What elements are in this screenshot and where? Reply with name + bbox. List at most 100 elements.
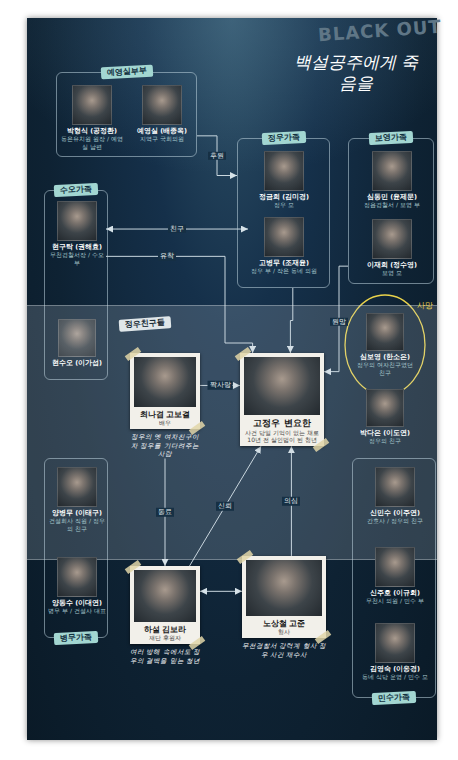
person-name: 심동민 (윤제문) [354, 193, 430, 201]
person-role: 정우 부 / 작은 동네 의원 [248, 267, 320, 275]
tape [189, 421, 206, 435]
character-role: 배우 [134, 419, 196, 426]
person-name: 박다은 (이도연) [356, 429, 414, 437]
person-name: 양병무 (이태구) [48, 509, 106, 517]
person-name: 고병무 (조재윤) [248, 259, 320, 267]
person-card: 심보영 (한소은)정우의 여자친구였던 친구 [356, 313, 414, 376]
relation-line [200, 591, 242, 592]
person-card: 이재희 (정수영)보영 모 [354, 219, 430, 277]
group-tag: 정우가족 [261, 131, 306, 146]
portrait-photo [57, 557, 97, 597]
portrait-photo [142, 85, 182, 125]
annotation: 사망 [417, 300, 433, 311]
person-name: 양동수 (이대연) [48, 599, 106, 607]
person-name: 심보영 (한소은) [356, 353, 414, 361]
portrait-photo [244, 357, 320, 415]
family-group: 박형식 (공정환)동은유치원 원장 / 예영실 남편예영실 (배종옥)지역구 국… [56, 72, 197, 157]
person-name: 신주호 (이규회) [357, 589, 433, 597]
person-role: 무천시 의원 / 민수 부 [357, 597, 433, 605]
photo-card: 최나겸 고보결배우 [130, 353, 200, 429]
person-role: 정우의 여자친구였던 친구 [356, 361, 414, 376]
relation-line [197, 136, 237, 176]
character-note: 여러 방해 속에서도 정우의 결백을 믿는 청년 [130, 648, 200, 665]
portrait-photo [372, 151, 412, 191]
family-group: 정금희 (김미경)정우 모고병무 (조재윤)정우 부 / 작은 동네 의원정우가… [237, 138, 330, 288]
person-role: 동네 식당 운영 / 민수 모 [357, 673, 433, 681]
family-group: 심동민 (윤제문)정읍경찰서 / 보영 부이재희 (정수영)보영 모보영가족 [348, 138, 434, 284]
edge-label: 후원 [208, 151, 226, 159]
family-group: 신민수 (이주연)간호사 / 정우의 친구신주호 (이규회)무천시 의원 / 민… [352, 458, 436, 698]
person-name: 현수오 (이가섭) [48, 359, 106, 367]
person-card: 예영실 (배종옥)지역구 국회의원 [131, 85, 193, 143]
person-card: 신주호 (이규회)무천시 의원 / 민수 부 [357, 547, 433, 605]
main-character-card: 노상철 고준형사무천경찰서 강력계 형사 정우 사건 재수사 [242, 556, 326, 659]
person-role: 보영 모 [354, 269, 430, 277]
character-name: 노상철 고준 [246, 619, 322, 628]
diagram-title: 백설공주에게 죽음을 [286, 52, 426, 95]
person-card: 고병무 (조재윤)정우 부 / 작은 동네 의원 [248, 217, 320, 275]
portrait-photo [246, 560, 322, 616]
portrait-photo [264, 217, 304, 257]
person-role: 건설회사 직원 / 정우의 친구 [48, 517, 106, 532]
portrait-photo [375, 467, 415, 507]
group-tag: 보영가족 [369, 131, 414, 146]
group-tag: 예영실부부 [100, 65, 153, 80]
person-name: 이재희 (정수영) [354, 261, 430, 269]
photo-card: 하설 김보라재단 후원자 [130, 566, 200, 644]
edge-label: 신뢰 [216, 502, 234, 510]
photo-card: 노상철 고준형사 [242, 556, 326, 638]
main-character-card: 최나겸 고보결배우정우의 옛 여자친구이자 정우를 기다려주는 사람 [130, 353, 200, 459]
edge-label: 원망 [330, 318, 348, 326]
edge-label: 동료 [156, 508, 174, 516]
edge-label: 짝사랑 [208, 381, 233, 389]
portrait-photo [134, 570, 196, 622]
edge-label: 의심 [282, 497, 300, 505]
person-card: 정금희 (김미경)정우 모 [248, 151, 320, 209]
person-name: 김영숙 (이응경) [357, 665, 433, 673]
person-card: 심동민 (윤제문)정읍경찰서 / 보영 부 [354, 151, 430, 209]
main-character-card: 고정우 변요한사건 당일 기억이 없는 채로 10년 전 살인범이 된 청년 [240, 353, 324, 446]
watermark: BLACK OUT [317, 16, 442, 46]
character-role: 재단 후원자 [134, 634, 196, 641]
character-note: 정우의 옛 여자친구이자 정우를 기다려주는 사람 [130, 433, 200, 458]
tape [189, 636, 206, 650]
person-role: 무천경찰서장 / 수오 부 [48, 251, 106, 266]
character-name: 하설 김보라 [134, 625, 196, 634]
edge-label: 유착 [158, 252, 176, 260]
portrait-photo [264, 151, 304, 191]
character-role: 형사 [246, 628, 322, 635]
group-tag: 정우친구들 [119, 316, 172, 332]
portrait-photo [372, 219, 412, 259]
tape [315, 630, 332, 644]
character-role: 사건 당일 기억이 없는 채로 10년 전 살인범이 된 청년 [244, 429, 320, 443]
person-role: 동은유치원 원장 / 예영실 남편 [61, 135, 123, 150]
photo-card: 고정우 변요한사건 당일 기억이 없는 채로 10년 전 살인범이 된 청년 [240, 353, 324, 446]
group-tag: 수오가족 [54, 183, 99, 198]
portrait-photo [57, 201, 97, 241]
person-name: 현구탁 (권해효) [48, 243, 106, 251]
person-role: 간호사 / 정우의 친구 [357, 517, 433, 525]
person-card: 박다은 (이도연)정우의 친구 [356, 389, 414, 445]
group-tag: 병무가족 [54, 630, 99, 645]
person-card: 김영숙 (이응경)동네 식당 운영 / 민수 모 [357, 623, 433, 681]
person-card: 양병무 (이태구)건설회사 직원 / 정우의 친구 [48, 467, 106, 532]
person-role: 지역구 국회의원 [131, 135, 193, 143]
person-card: 박형식 (공정환)동은유치원 원장 / 예영실 남편 [61, 85, 123, 150]
character-name: 최나겸 고보결 [134, 410, 196, 419]
person-role: 정우 모 [248, 201, 320, 209]
person-role: 정우의 친구 [356, 437, 414, 445]
person-role: 병무 부 / 건설사 대표 [48, 607, 106, 615]
main-character-card: 하설 김보라재단 후원자여러 방해 속에서도 정우의 결백을 믿는 청년 [130, 566, 200, 665]
character-name: 고정우 변요한 [244, 418, 320, 429]
person-role: 정읍경찰서 / 보영 부 [354, 201, 430, 209]
character-note: 무천경찰서 강력계 형사 정우 사건 재수사 [242, 642, 326, 659]
portrait-photo [366, 389, 404, 427]
portrait-photo [375, 623, 415, 663]
person-name: 박형식 (공정환) [61, 127, 123, 135]
spotlight-glow [27, 18, 437, 278]
person-card: 신민수 (이주연)간호사 / 정우의 친구 [357, 467, 433, 525]
portrait-photo [366, 313, 404, 351]
portrait-photo [57, 467, 97, 507]
person-name: 신민수 (이주연) [357, 509, 433, 517]
person-name: 예영실 (배종옥) [131, 127, 193, 135]
